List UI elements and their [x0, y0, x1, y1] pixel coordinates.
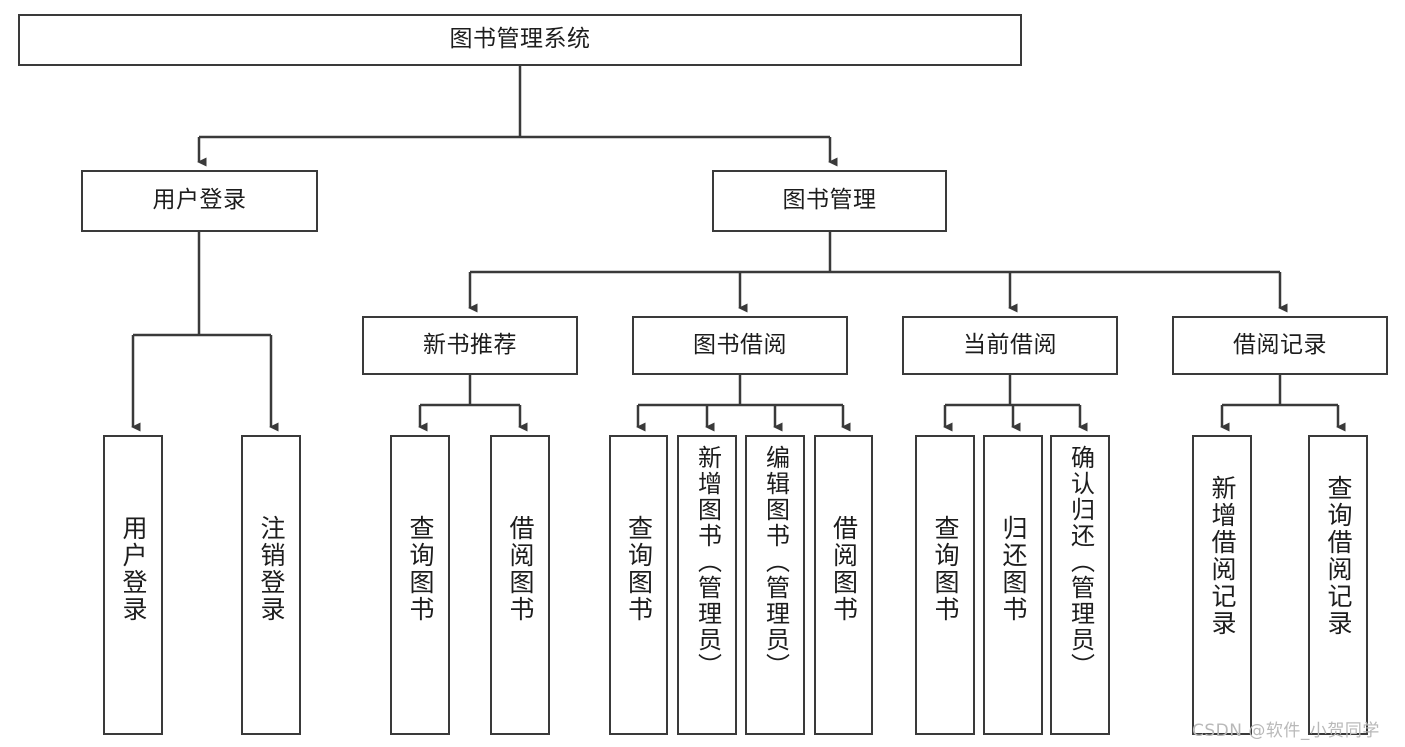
node-borrow-records[interactable]: 借阅记录 [1172, 316, 1388, 375]
node-label: 查询借阅记录 [1324, 475, 1353, 637]
node-book-management[interactable]: 图书管理 [712, 170, 947, 232]
node-label: 新书推荐 [423, 331, 517, 358]
node-user-login[interactable]: 用户登录 [81, 170, 318, 232]
node-label: 新增借阅记录 [1208, 475, 1237, 637]
leaf-book-borrow-borrow-books[interactable]: 借阅图书 [814, 435, 873, 735]
node-label: 借阅记录 [1233, 331, 1327, 358]
node-label: 图书管理系统 [449, 26, 591, 53]
node-label: 查询图书 [931, 515, 960, 623]
node-label: 注销登录 [257, 515, 286, 623]
node-label: 确认归还（管理员） [1066, 445, 1095, 679]
node-label: 图书管理 [782, 187, 877, 214]
node-label: 图书借阅 [693, 331, 787, 358]
leaf-current-borrow-return-books[interactable]: 归还图书 [983, 435, 1043, 735]
node-label: 当前借阅 [963, 331, 1057, 358]
leaf-borrow-records-add-record[interactable]: 新增借阅记录 [1192, 435, 1252, 735]
node-label: 编辑图书（管理员） [761, 445, 790, 679]
node-label: 归还图书 [999, 515, 1028, 623]
node-label: 借阅图书 [506, 515, 535, 623]
node-label: 查询图书 [624, 515, 654, 623]
leaf-new-book-borrow-books[interactable]: 借阅图书 [490, 435, 550, 735]
node-book-borrow[interactable]: 图书借阅 [632, 316, 848, 375]
node-label: 查询图书 [406, 515, 435, 623]
leaf-current-borrow-query-books[interactable]: 查询图书 [915, 435, 975, 735]
leaf-borrow-records-query-record[interactable]: 查询借阅记录 [1308, 435, 1368, 735]
leaf-user-login-logout[interactable]: 注销登录 [241, 435, 301, 735]
node-label: 用户登录 [119, 515, 148, 623]
node-label: 用户登录 [152, 187, 247, 214]
leaf-book-borrow-add-book-admin[interactable]: 新增图书（管理员） [677, 435, 737, 735]
leaf-current-borrow-confirm-return-admin[interactable]: 确认归还（管理员） [1050, 435, 1110, 735]
node-label: 借阅图书 [829, 515, 859, 623]
leaf-new-book-query-books[interactable]: 查询图书 [390, 435, 450, 735]
leaf-user-login-login[interactable]: 用户登录 [103, 435, 163, 735]
csdn-watermark: CSDN @软件_小贺同学 [1192, 721, 1380, 741]
leaf-book-borrow-edit-book-admin[interactable]: 编辑图书（管理员） [745, 435, 805, 735]
node-root-book-management-system[interactable]: 图书管理系统 [18, 14, 1022, 66]
node-label: 新增图书（管理员） [693, 445, 722, 679]
node-current-borrow[interactable]: 当前借阅 [902, 316, 1118, 375]
node-new-book-recommendation[interactable]: 新书推荐 [362, 316, 578, 375]
leaf-book-borrow-query-books[interactable]: 查询图书 [609, 435, 668, 735]
